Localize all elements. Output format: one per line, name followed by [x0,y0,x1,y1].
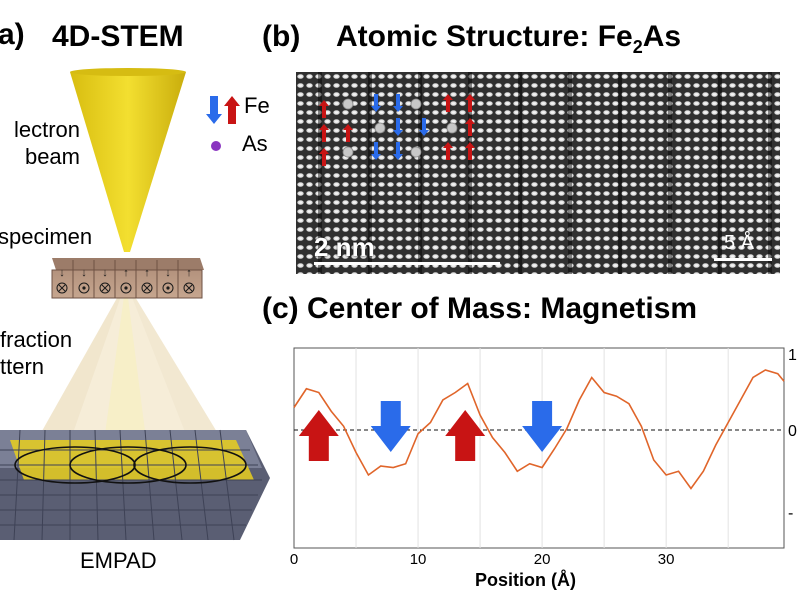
specimen-block: ↓ ↓ ↓ ↑ ↑ ↓ ↑ [51,258,204,299]
diffraction-cones [20,282,240,470]
svg-text:↓: ↓ [81,267,87,279]
legend-fe-label: Fe [244,93,270,118]
spin-down-marker [522,401,563,452]
panel-b-title: Atomic Structure: Fe2As [336,20,681,58]
stem-image [296,72,780,274]
as-atoms [342,98,458,158]
panel-b-title-sub: 2 [632,37,643,57]
panel-b-title-main: Atomic Structure: Fe [336,20,633,53]
legend-as-label: As [242,131,268,156]
legend-fe-arrows [206,96,240,124]
com-curve [293,369,785,490]
com-chart: 0 10 20 30 1 0 - [290,347,797,568]
svg-text:↑: ↑ [123,267,129,279]
x-tick-label: 0 [290,551,298,568]
up-arrows-right [443,94,475,160]
panel-a-title: 4D-STEM [52,20,184,53]
spin-down-marker [370,401,411,452]
y-tick-bot: - [788,505,793,522]
svg-text:↓: ↓ [59,267,65,279]
y-tick-mid: 0 [788,423,797,440]
spin-markers [298,401,563,461]
svg-text:↓: ↓ [165,267,171,279]
svg-text:↑: ↑ [186,267,192,279]
electron-beam-label: lectron beam [13,117,80,169]
x-tick-label: 10 [410,551,427,568]
scale-label-2nm: 2 nm [314,232,375,262]
x-tick-label: 30 [658,551,675,568]
up-arrows-left [319,100,353,166]
empad-detector [0,429,270,541]
down-arrows-middle [371,94,429,160]
svg-text:↑: ↑ [144,267,150,279]
scale-bar-2nm [314,262,500,265]
specimen-label: specimen [0,224,93,249]
scale-bar-5a [714,258,772,261]
spin-up-marker [298,410,339,461]
panel-b-letter: (b) [262,20,301,53]
spin-up-marker [445,410,486,461]
dark-columns [318,72,772,274]
scale-label-5a: 5 Å [724,232,755,254]
svg-text:↓: ↓ [102,267,108,279]
diffraction-pattern-label: fraction ttern [0,327,73,379]
beam-top [70,68,186,76]
plot-area [293,347,785,549]
panel-c-title: (c) Center of Mass: Magnetism [262,292,698,325]
y-tick-top: 1 [788,347,797,364]
panel-b-title-end: As [642,20,682,53]
x-ticks: 0 10 20 30 [290,551,674,568]
legend-as-dot [211,141,221,151]
structure-overlay [319,94,475,166]
stem-diagram: ↓ ↓ ↓ ↑ ↑ ↓ ↑ [0,68,270,541]
empad-label: EMPAD [80,548,157,573]
x-tick-label: 20 [534,551,551,568]
panel-a-letter: a) [0,18,25,51]
electron-beam-cone [70,72,186,252]
x-axis-label: Position (Å) [475,570,576,590]
